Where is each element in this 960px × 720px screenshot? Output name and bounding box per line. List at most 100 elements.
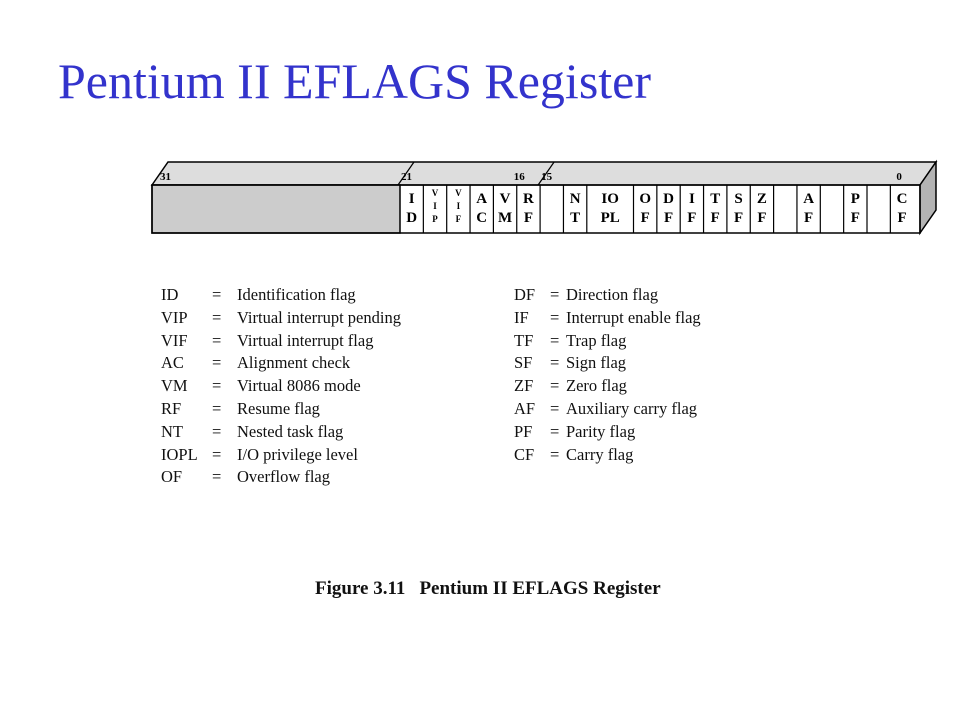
flag-field-vip-line: I [433,201,437,211]
bit-label-16: 16 [514,171,526,183]
figure-caption: Figure 3.11 Pentium II EFLAGS Register [315,578,661,600]
legend-abbr: IOPL [161,444,198,464]
legend-abbr: IF [514,307,529,327]
legend-abbr: TF [514,330,534,350]
flag-field-zf-line: F [757,210,766,226]
legend-eq: = [212,399,222,418]
flag-field-if-line: I [689,191,695,207]
legend-abbr: AF [514,399,536,418]
legend-eq: = [550,444,560,464]
legend-eq: = [550,285,560,304]
flag-field-rf-line: R [523,191,534,207]
flag-field-tf-line: F [711,210,720,226]
flag-field-pf-line: F [851,210,860,226]
legend-abbr: NT [161,421,183,441]
legend-abbr: VIP [161,307,188,327]
flag-field-cf-line: F [897,210,906,226]
legend-eq: = [212,330,222,350]
legend-eq: = [550,399,560,418]
top-break-line [397,161,415,186]
legend-eq: = [212,421,222,441]
legend-desc: Zero flag [566,376,627,396]
flag-field-vm-line: V [500,191,511,207]
legend-abbr: AC [161,353,184,373]
top-break-line [537,161,555,186]
legend-desc: Virtual 8086 mode [237,376,361,396]
flag-field-vip-line: V [432,188,439,198]
legend-desc: Sign flag [566,353,627,373]
flag-field-of-line: O [639,191,651,207]
flag-field-rf-line: F [524,210,533,226]
legend-eq: = [212,285,222,304]
legend-abbr: ID [161,285,179,304]
legend-desc: Interrupt enable flag [566,307,701,327]
legend-abbr: RF [161,399,182,418]
legend-abbr: PF [514,421,533,441]
flag-field-of-line: F [641,210,650,226]
flag-field-iopl-line: IO [601,191,619,207]
legend-abbr: OF [161,467,183,487]
legend-desc: Auxiliary carry flag [566,399,698,418]
slide-title: Pentium II EFLAGS Register [58,53,652,109]
flag-field-zf-line: Z [757,191,767,207]
legend-desc: I/O privilege level [237,444,358,464]
legend-eq: = [550,376,560,396]
legend-eq: = [212,467,222,487]
flag-field-id-line: D [406,210,417,226]
flag-field-iopl-line: PL [601,210,620,226]
legend-eq: = [550,330,560,350]
legend-eq: = [212,376,222,396]
flag-field-cf-line: C [897,191,908,207]
register-front-face [151,184,921,234]
flag-field-if-line: F [687,210,696,226]
legend-desc: Virtual interrupt flag [237,330,374,350]
legend-desc: Trap flag [566,330,627,350]
legend-desc: Direction flag [566,285,659,304]
flag-field-ac-line: C [476,210,487,226]
bit-label-15: 15 [541,171,553,183]
flag-field-vif-line: F [456,214,462,224]
flag-field-df-line: D [663,191,674,207]
legend-desc: Parity flag [566,421,636,441]
flag-field-vif-line: I [457,201,461,211]
legend-eq: = [550,353,560,373]
legend-desc: Carry flag [566,444,634,464]
reserved-bits-31-22 [151,184,401,234]
top-break-marks [397,161,555,186]
legend-desc: Nested task flag [237,421,344,441]
legend-eq: = [550,307,560,327]
legend-desc: Identification flag [237,285,356,304]
flag-field-vm-line: M [498,210,512,226]
flag-field-af-line: A [803,191,814,207]
legend-desc: Virtual interrupt pending [237,307,401,327]
bit-dividers [422,185,891,233]
flag-field-sf-line: F [734,210,743,226]
legend-abbr: ZF [514,376,534,396]
figure-caption-text: Pentium II EFLAGS Register [419,578,661,599]
legend-abbr: DF [514,285,536,304]
bit-label-21: 21 [401,171,412,183]
legend-eq: = [550,421,560,441]
legend-abbr: VIF [161,330,188,350]
flag-field-df-line: F [664,210,673,226]
flag-field-sf-line: S [734,191,742,207]
flag-field-af-line: F [804,210,813,226]
flag-field-nt-line: T [570,210,580,226]
bit-label-31: 31 [160,171,171,183]
flag-field-tf-line: T [710,191,720,207]
legend-eq: = [212,444,222,464]
legend-desc: Alignment check [237,353,351,373]
figure-number: Figure 3.11 [315,578,406,599]
flag-field-ac-line: A [476,191,487,207]
bit-number-labels: 31 21 16 15 0 [160,171,902,183]
legend-abbr: SF [514,353,533,373]
legend-abbr: VM [161,376,188,396]
flag-field-vip-line: P [432,214,438,224]
flag-field-vif-line: V [455,188,462,198]
legend-abbr: CF [514,444,535,464]
legend-eq: = [212,307,222,327]
bit-label-0: 0 [896,171,902,183]
flag-field-pf-line: P [851,191,860,207]
